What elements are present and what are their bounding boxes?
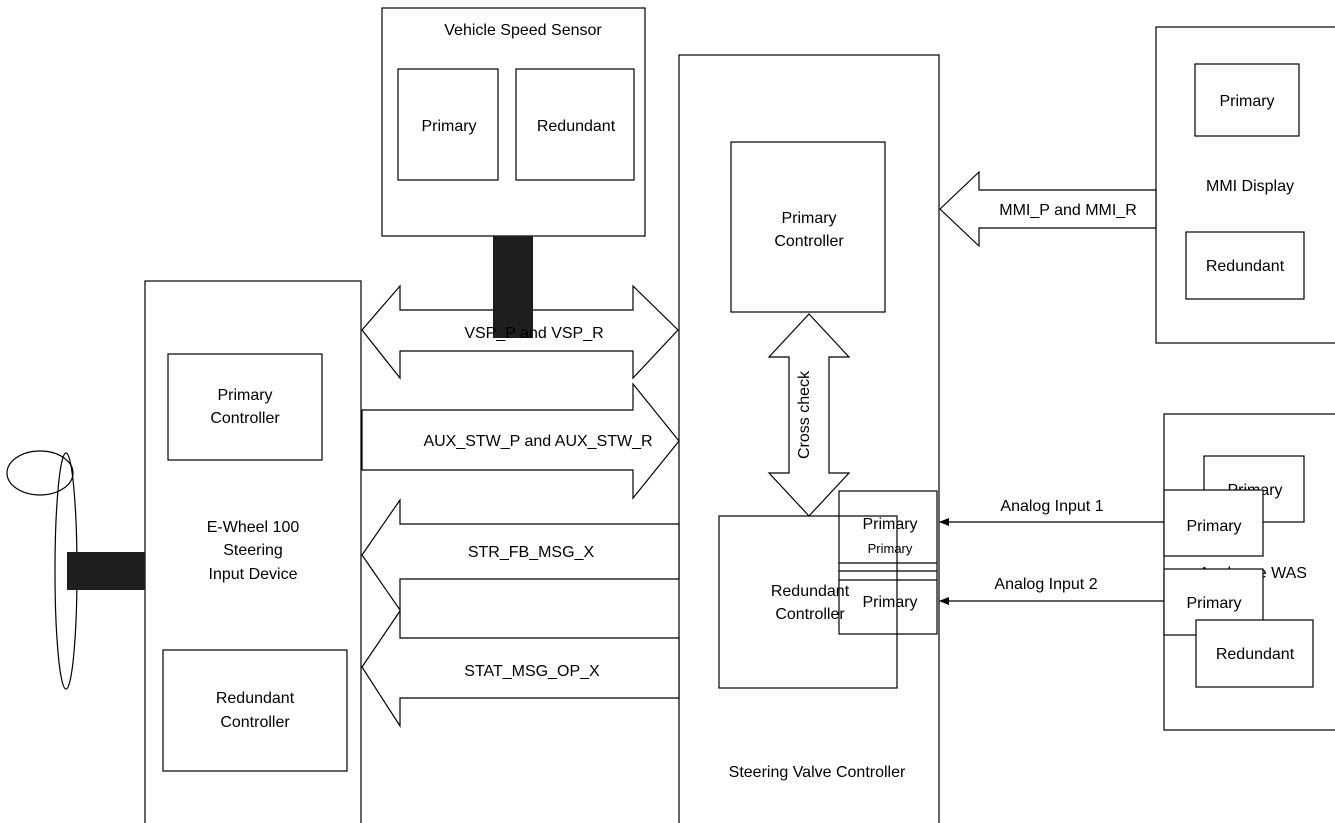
svc-redundant-controller-box [718, 515, 898, 689]
analog-input-1-label: Analog Input 1 [1000, 498, 1103, 515]
mmi-redundant-box [1185, 231, 1305, 300]
str-fb-arrow-shape [361, 498, 680, 612]
was-redundant-label: Redundant [1216, 646, 1295, 663]
cross-check-label: Cross check [796, 370, 813, 459]
str-fb-signal-arrow: STR_FB_MSG_X [361, 498, 680, 612]
ewheel-primary-controller-box [167, 353, 323, 461]
mmi-display: MMI Display Primary Redundant [1155, 26, 1335, 344]
svc-input-primary-1: Primary [862, 516, 917, 533]
aux-stw-signal-label: AUX_STW_P and AUX_STW_R [423, 433, 652, 450]
mmi-display-title: MMI Display [1206, 178, 1294, 195]
cross-check-arrow-shape [767, 313, 851, 517]
steering-wheel-hub-icon [6, 450, 74, 496]
vehicle-speed-sensor: Vehicle Speed Sensor Primary Redundant [381, 7, 646, 237]
analogue-was: Primary Primary Analogue WAS Primary Red… [1163, 413, 1335, 731]
svc-input-primary-1-small: Primary [868, 541, 913, 556]
ewheel-primary-controller-line2: Controller [210, 410, 280, 427]
was-primary-1-box [1163, 489, 1264, 557]
analog-input-2-label: Analog Input 2 [994, 576, 1097, 593]
stat-arrow-shape [361, 609, 680, 729]
svc-redundant-controller-line1: Redundant [771, 583, 850, 600]
vss-primary-label: Primary [421, 118, 476, 135]
was-primary-2-label: Primary [1186, 595, 1241, 612]
str-fb-signal-label: STR_FB_MSG_X [468, 544, 595, 561]
mmi-primary-box [1194, 63, 1300, 137]
stat-signal-label: STAT_MSG_OP_X [464, 663, 600, 680]
steering-column-connector [67, 552, 145, 590]
e-wheel-device: E-Wheel 100 Steering Input Device Primar… [144, 280, 362, 823]
e-wheel-title-line2: Steering [223, 542, 283, 559]
mmi-signal-label: MMI_P and MMI_R [999, 202, 1137, 219]
mmi-redundant-label: Redundant [1206, 258, 1285, 275]
vss-redundant-label: Redundant [537, 118, 616, 135]
vss-connector [493, 236, 533, 338]
ewheel-redundant-controller-line2: Controller [220, 714, 290, 731]
was-redundant-box [1195, 619, 1314, 688]
vss-primary-box [397, 68, 499, 181]
aux-stw-signal-arrow: AUX_STW_P and AUX_STW_R [361, 382, 680, 500]
aux-stw-arrow-shape [361, 382, 680, 500]
mmi-primary-label: Primary [1219, 93, 1274, 110]
ewheel-primary-controller-line1: Primary [217, 387, 272, 404]
mmi-signal-arrow: MMI_P and MMI_R [939, 170, 1157, 248]
vsp-signal-arrow: VSP_P and VSP_R [361, 236, 679, 380]
svc-primary-controller-box [730, 141, 886, 313]
vehicle-speed-sensor-title: Vehicle Speed Sensor [444, 22, 602, 39]
cross-check-arrow: Cross check [767, 313, 851, 517]
mmi-arrow-shape [939, 170, 1157, 248]
steering-valve-controller-title: Steering Valve Controller [729, 764, 906, 781]
svc-primary-controller-line2: Controller [774, 233, 844, 250]
svc-redundant-area: Primary Primary Primary Redundant Contro… [718, 490, 938, 689]
ewheel-redundant-controller-box [162, 649, 348, 772]
analog-input-lines: Analog Input 1 Analog Input 2 [939, 498, 1164, 605]
svc-primary-controller-line1: Primary [781, 210, 836, 227]
e-wheel-title-line3: Input Device [209, 566, 298, 583]
e-wheel-title-line1: E-Wheel 100 [207, 519, 300, 536]
vsp-signal-label: VSP_P and VSP_R [464, 325, 603, 342]
ewheel-redundant-controller-line1: Redundant [216, 690, 295, 707]
svc-input-primary-2: Primary [862, 594, 917, 611]
was-primary-1-label: Primary [1186, 518, 1241, 535]
steering-wheel-icon [6, 450, 145, 690]
svc-redundant-controller-line2: Controller [775, 606, 845, 623]
vss-redundant-box [515, 68, 635, 181]
stat-signal-arrow: STAT_MSG_OP_X [361, 609, 680, 729]
